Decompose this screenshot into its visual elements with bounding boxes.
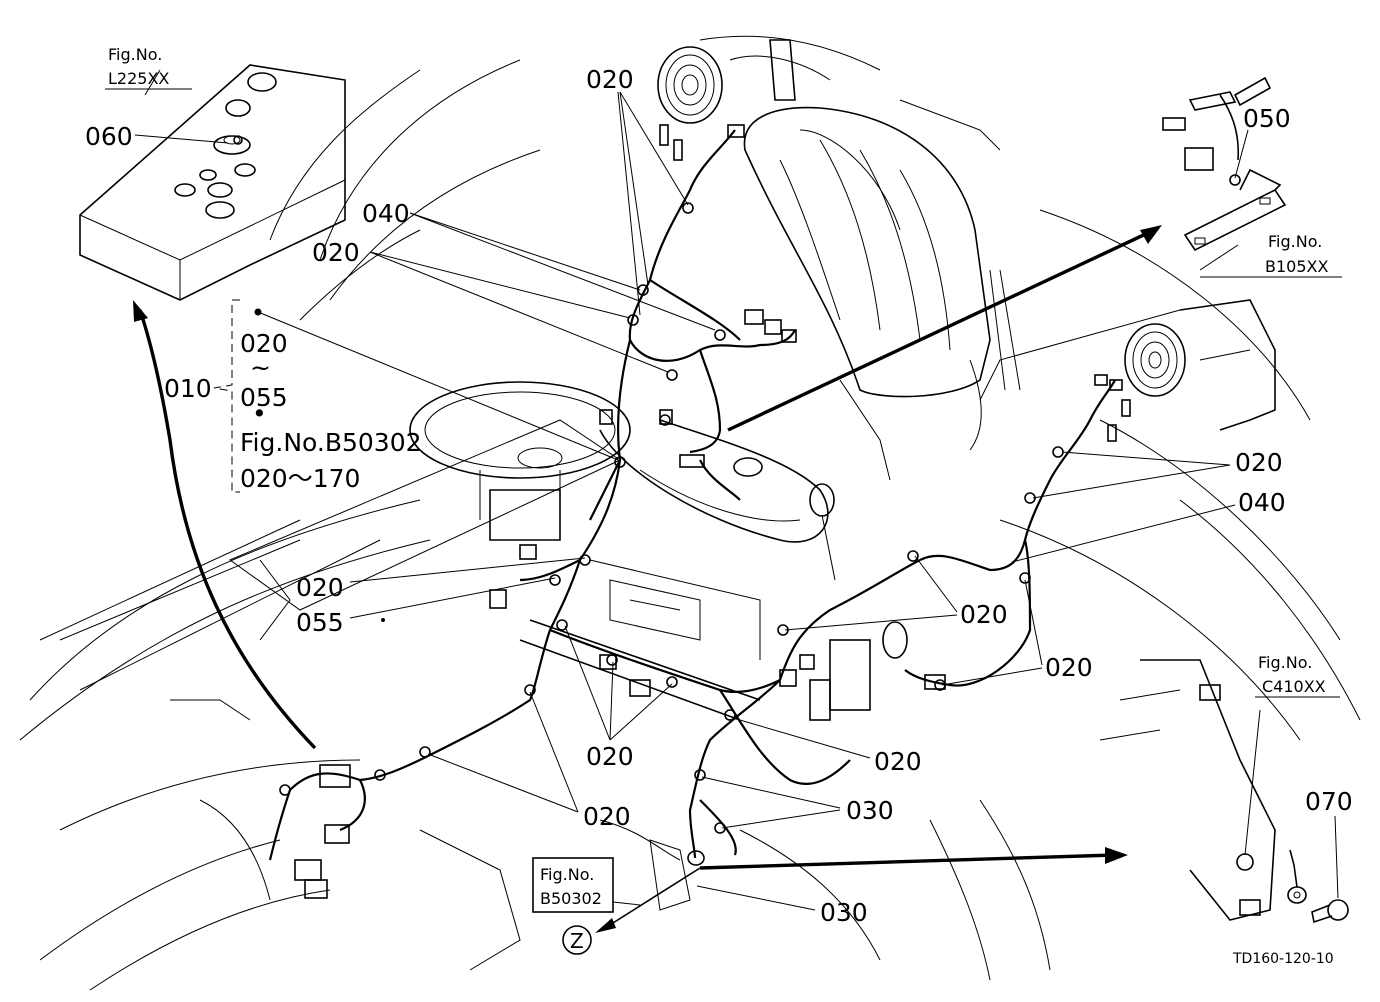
bolt-070: [1287, 849, 1349, 924]
callout-020-bottom-2: 020: [874, 747, 922, 776]
fig-ref-l225-number: L225XX: [108, 69, 169, 88]
callout-020-left: 020: [312, 238, 360, 267]
fig-ref-c410-number: C410XX: [1262, 677, 1326, 696]
callout-020-bottom-1: 020: [583, 802, 631, 831]
horn-right: [1124, 323, 1186, 397]
callout-055-dot: [381, 618, 385, 622]
callout-040-right: 040: [1238, 488, 1286, 517]
group-range-tilde: ~: [250, 353, 271, 382]
group-fig-range: 020～170: [240, 464, 360, 493]
view-z-circle: [562, 925, 592, 955]
group-number: 010: [164, 374, 212, 403]
wiring-harness: [268, 129, 1116, 861]
callout-020-top: 020: [586, 65, 634, 94]
fig-ref-b105-number: B105XX: [1265, 257, 1328, 276]
callout-070-leader: [1334, 815, 1339, 899]
callout-050: 050: [1243, 104, 1291, 133]
callout-020-right-1: 020: [1235, 448, 1283, 477]
horn-top: [657, 46, 723, 124]
group-bracket: [213, 299, 240, 493]
tractor-body-outline: [19, 35, 1361, 991]
callout-030-b: 030: [820, 898, 868, 927]
clips: [233, 135, 1241, 834]
callout-020-mid-left: 020: [296, 573, 344, 602]
view-z-label: Z: [570, 929, 584, 953]
leader-lines: [134, 69, 1261, 911]
callout-030-a: 030: [846, 796, 894, 825]
direction-arrows: [133, 225, 1162, 933]
callout-070: 070: [1305, 787, 1353, 816]
group-dot: [254, 308, 262, 316]
fig-ref-b105-title: Fig.No.: [1268, 232, 1322, 251]
group-range-start: 020: [240, 329, 288, 358]
group-range-end: 055: [240, 383, 288, 412]
fig-ref-l225-title: Fig.No.: [108, 45, 162, 64]
group-fig-ref: Fig.No.B50302: [240, 428, 422, 457]
fig-ref-b50302-title: Fig.No.: [540, 865, 594, 884]
callout-060: 060: [85, 122, 133, 151]
fig-ref-c410-title: Fig.No.: [1258, 653, 1312, 672]
callout-020-right-3: 020: [1045, 653, 1093, 682]
connectors: [294, 76, 1272, 899]
drawing-code: TD160-120-10: [1232, 951, 1334, 967]
callout-020-right-2: 020: [960, 600, 1008, 629]
fig-ref-b50302-box: [532, 857, 614, 913]
callout-040-top: 040: [362, 199, 410, 228]
fig-ref-b50302-number: B50302: [540, 889, 602, 908]
callout-020-bottom-mid: 020: [586, 742, 634, 771]
group-dot-label: •: [252, 399, 267, 428]
callout-055: 055: [296, 608, 344, 637]
